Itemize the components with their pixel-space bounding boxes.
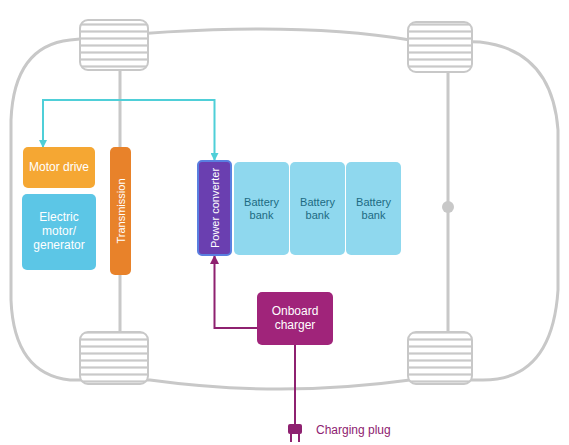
node-label: Onboard charger — [260, 305, 330, 333]
wheel — [408, 332, 472, 384]
wheel — [80, 332, 148, 384]
node-label: Battery bank — [293, 196, 342, 221]
node-label: Electric motor/ generator — [25, 211, 93, 252]
node-label: Power converter — [208, 168, 221, 248]
plug-pin — [290, 434, 292, 442]
node-label: Battery bank — [349, 196, 398, 221]
energy-flow-line — [215, 256, 258, 328]
battery-bank-box: Battery bank — [290, 162, 345, 255]
onboard-charger-box: Onboard charger — [257, 292, 333, 345]
motor-generator-box: Electric motor/ generator — [22, 194, 96, 270]
charging-cable — [294, 345, 296, 424]
wheel — [80, 20, 148, 70]
node-label: Transmission — [114, 179, 127, 244]
battery-bank-box: Battery bank — [346, 162, 401, 255]
node-label: Motor drive — [29, 161, 89, 175]
wheel — [408, 22, 472, 72]
battery-bank-box: Battery bank — [234, 162, 289, 255]
plug-body — [288, 424, 302, 434]
transmission-band: Transmission — [110, 147, 131, 275]
car-body-outline — [11, 29, 558, 389]
differential-dot — [442, 201, 454, 213]
power-converter-box: Power converter — [197, 160, 232, 256]
node-label: Battery bank — [237, 196, 286, 221]
plug-pin — [298, 434, 300, 442]
motor-drive-box: Motor drive — [23, 147, 95, 188]
plug-label: Charging plug — [316, 423, 391, 437]
